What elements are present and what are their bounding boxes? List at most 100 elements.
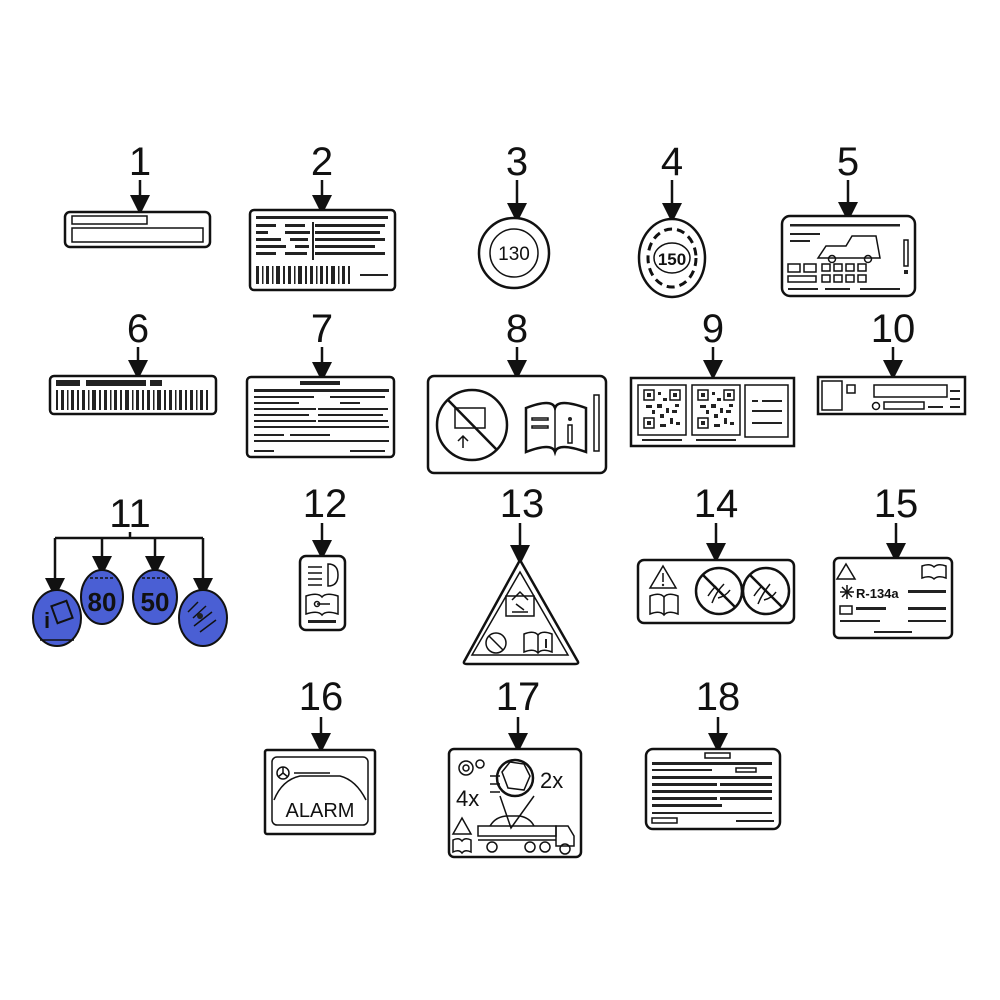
info-i-icon: i [44, 608, 50, 633]
label-2-text-block [256, 216, 388, 260]
callout-11: 11 [109, 492, 151, 536]
label-9-info-text [752, 400, 782, 424]
part-13[interactable]: 13 [462, 482, 580, 666]
callout-6: 6 [127, 307, 149, 351]
sticker-11c-speed-50[interactable]: 50 [132, 569, 178, 625]
no-hand-belt-icon [741, 566, 791, 616]
warning-triangle-icon [648, 564, 678, 589]
callout-8: 8 [506, 307, 528, 351]
label-8-warning[interactable] [426, 374, 608, 475]
callout-7: 7 [311, 307, 333, 351]
speed-130-text: 130 [498, 244, 530, 265]
callout-17: 17 [496, 675, 541, 719]
label-10-content [821, 380, 960, 411]
part-12[interactable]: 12 [298, 482, 348, 632]
sticker-11d-snow-chain[interactable] [178, 589, 228, 647]
manual-info-icon [524, 401, 588, 457]
count-2x-text: 2x [540, 768, 563, 793]
callout-15: 15 [874, 482, 919, 526]
label-1-strip [71, 215, 148, 225]
label-1-blank[interactable] [63, 210, 212, 249]
speed-ring-dashed [646, 227, 698, 289]
label-9-info-panel [744, 384, 789, 438]
part-14[interactable]: 14 [636, 482, 796, 625]
part-1[interactable]: 1 [63, 140, 212, 249]
sticker-11b-speed-80[interactable]: 80 [80, 569, 124, 625]
label-16-inner-frame [271, 756, 369, 826]
label-18-text [651, 752, 774, 824]
label-15-text [839, 590, 946, 633]
callout-9: 9 [702, 307, 724, 351]
warning-triangle-icon [451, 816, 473, 835]
label-12-headlight[interactable] [298, 554, 347, 632]
callout-5: 5 [837, 140, 859, 184]
callout-10: 10 [871, 307, 916, 351]
part-3[interactable]: 3 130 [477, 140, 551, 290]
callout-13: 13 [500, 482, 545, 526]
car-silhouette-icon [273, 775, 367, 801]
part-18[interactable]: 18 [644, 675, 782, 831]
callout-18: 18 [696, 675, 741, 719]
part-15[interactable]: 15 R-134a [832, 482, 954, 640]
label-2-barcode-sheet[interactable] [248, 208, 397, 292]
label-14-fan-warning[interactable] [636, 558, 796, 625]
part-7[interactable]: 7 [245, 307, 396, 459]
callout-16: 16 [299, 675, 344, 719]
callout-12: 12 [303, 482, 348, 526]
callout-2: 2 [311, 140, 333, 184]
headlight-icon [308, 563, 339, 587]
speed-50-text: 50 [141, 587, 170, 617]
label-7-text [254, 381, 389, 452]
refrigerant-text: R-134a [856, 586, 899, 601]
manual-icon [305, 593, 339, 617]
label-12-text-line [308, 620, 336, 623]
part-8[interactable]: 8 [426, 307, 608, 475]
label-5-load-chart[interactable] [780, 214, 917, 298]
speed-ring-inner [653, 242, 691, 274]
speed-80-text: 80 [88, 587, 117, 617]
label-8-side-strip [593, 394, 600, 452]
star-logo-icon [276, 766, 290, 780]
manual-icon [50, 599, 74, 625]
part-17[interactable]: 17 4x 2x [447, 675, 583, 859]
part-5[interactable]: 5 [780, 140, 917, 298]
alarm-text: ALARM [286, 800, 355, 822]
qr-code-icon [691, 384, 741, 441]
manual-icon [649, 593, 679, 617]
part-2[interactable]: 2 [248, 140, 397, 292]
manual-icon [523, 631, 553, 655]
speed-150-text: 150 [658, 250, 686, 269]
callout-3: 3 [506, 140, 528, 184]
warning-triangle-inner [470, 570, 570, 656]
snow-chain-icon [187, 601, 217, 633]
label-18-info-sheet[interactable] [644, 747, 782, 831]
label-1-field [71, 227, 204, 243]
manual-icon [452, 837, 472, 855]
label-5-content [787, 224, 909, 290]
part-11[interactable]: 11 i 80 50 [32, 492, 228, 647]
engine-zoom-icon [490, 758, 535, 830]
speed-ring [489, 228, 539, 278]
label-6-barcode [56, 380, 208, 410]
label-17-towing[interactable] [447, 747, 583, 859]
warning-triangle-icon [835, 562, 857, 580]
no-battery-icon [435, 388, 509, 462]
part-10[interactable]: 10 [816, 307, 967, 416]
speaker-icon [458, 759, 485, 776]
no-hand-icon [485, 632, 507, 654]
part-6[interactable]: 6 [48, 307, 218, 416]
label-16-alarm[interactable] [263, 748, 377, 836]
tow-truck-icon [477, 815, 575, 855]
label-2-barcode [256, 266, 388, 284]
callout-1: 1 [129, 140, 151, 184]
part-4[interactable]: 4 150 [637, 140, 707, 299]
part-16[interactable]: 16 ALARM [263, 675, 377, 836]
sticker-11a-info[interactable]: i [32, 589, 82, 647]
count-4x-text: 4x [456, 786, 479, 811]
jack-hazard-icon [505, 590, 535, 617]
chain-link-icon [197, 613, 203, 619]
callout-4: 4 [661, 140, 683, 184]
part-9[interactable]: 9 [629, 307, 796, 448]
snowflake-icon [840, 585, 854, 599]
